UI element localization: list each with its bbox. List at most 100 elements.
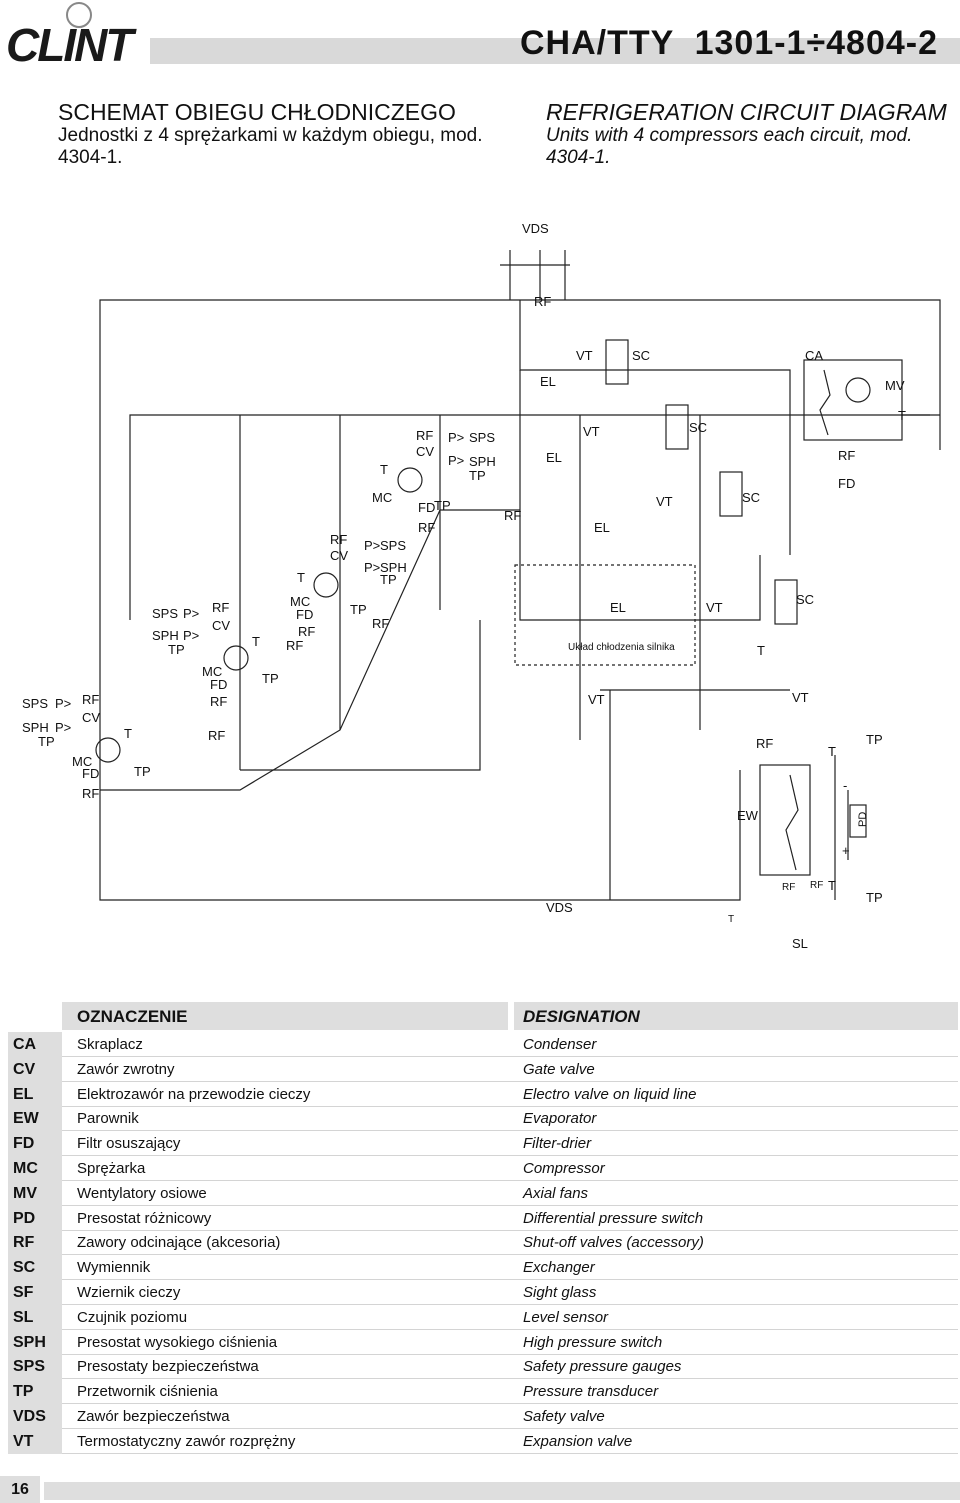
- label-tp-ew: TP: [866, 732, 883, 747]
- label-rf-c3d: RF: [286, 638, 303, 653]
- legend-pl-desc: Skraplacz: [77, 1036, 143, 1053]
- label-fd-c2: FD: [210, 677, 227, 692]
- compressor-4-icon: [397, 467, 423, 493]
- legend-en-header: DESIGNATION: [523, 1007, 640, 1026]
- legend-code: CA: [8, 1032, 62, 1057]
- exchanger-sc-1: [605, 339, 629, 385]
- legend-en-desc: Electro valve on liquid line: [523, 1085, 697, 1103]
- legend-en-desc: Evaporator: [523, 1110, 597, 1128]
- label-sph-c4: SPH: [469, 454, 496, 469]
- label-vds-bottom: VDS: [546, 900, 573, 915]
- legend-code: PD: [8, 1205, 62, 1231]
- label-t-sc4: T: [757, 643, 765, 658]
- legend-en-desc: Gate valve: [523, 1060, 595, 1078]
- label-cv-c3: CV: [330, 548, 348, 563]
- label-vt-mc: VT: [706, 600, 723, 615]
- legend-code: FD: [8, 1131, 62, 1157]
- label-rf-ca: RF: [838, 448, 855, 463]
- label-tp-c3: TP: [380, 572, 397, 587]
- legend-code: MV: [8, 1180, 62, 1206]
- label-rf-sl2: RF: [810, 880, 823, 891]
- label-rf-c4b: RF: [418, 520, 435, 535]
- legend-row: MV Wentylatory osiowe Axial fans: [8, 1180, 958, 1206]
- label-rf-c4: RF: [416, 428, 433, 443]
- label-vt-1: VT: [576, 348, 593, 363]
- legend-code: RF: [8, 1230, 62, 1256]
- legend-pl-desc: Filtr osuszający: [77, 1135, 181, 1153]
- label-cv-c4: CV: [416, 444, 434, 459]
- compressor-2-icon: [223, 645, 249, 671]
- label-mc-c1: MC: [72, 754, 92, 769]
- condenser-ca: [803, 359, 903, 441]
- legend-pl-desc: Elektrozawór na przewodzie cieczy: [77, 1085, 311, 1103]
- label-tp-c4b: TP: [434, 498, 451, 513]
- legend-pl-desc: Presostat różnicowy: [77, 1209, 212, 1227]
- legend-row: FD Filtr osuszający Filter-drier: [8, 1131, 958, 1157]
- label-sc-4: SC: [796, 592, 814, 607]
- legend-pl-desc: Zawory odcinające (akcesoria): [77, 1234, 281, 1252]
- label-fd-c3: FD: [296, 607, 313, 622]
- fan-mv-icon: [845, 377, 871, 403]
- legend-code: SL: [8, 1304, 62, 1330]
- label-rf-sl1: RF: [782, 882, 795, 893]
- legend-en-desc: Differential pressure switch: [523, 1209, 704, 1227]
- exchanger-sc-2: [665, 404, 689, 450]
- label-pgt-c4a: P>: [448, 430, 464, 445]
- label-tp-c2b: TP: [262, 671, 279, 686]
- label-plus: +: [842, 843, 850, 858]
- label-fd-c4: FD: [418, 500, 435, 515]
- label-sc-2: SC: [689, 420, 707, 435]
- label-t-c3: T: [297, 570, 305, 585]
- legend-pl-desc: Wziernik cieczy: [77, 1284, 181, 1301]
- legend-en-desc: Safety valve: [523, 1408, 605, 1425]
- legend-pl-desc: Parownik: [77, 1110, 139, 1128]
- label-sph-c1: SPH: [22, 720, 49, 735]
- header-bar: [150, 38, 960, 64]
- evaporator-ew: [759, 764, 811, 876]
- compressor-1-icon: [95, 737, 121, 763]
- label-mc-c4: MC: [372, 490, 392, 505]
- label-rf-mid: RF: [504, 508, 521, 523]
- label-rf-c1b: RF: [82, 786, 99, 801]
- label-vt-3: VT: [656, 494, 673, 509]
- legend-pl-desc: Wentylatory osiowe: [77, 1184, 207, 1202]
- label-pd: PD: [857, 812, 869, 827]
- label-sph-c2: SPH: [152, 628, 179, 643]
- legend-code: VDS: [8, 1404, 62, 1429]
- legend-en-desc: Pressure transducer: [523, 1383, 659, 1401]
- label-cv-c1: CV: [82, 710, 100, 725]
- legend-en-desc: Shut-off valves (accessory): [523, 1234, 704, 1252]
- model-code: CHA/TTY 1301-1÷4804-2: [520, 24, 938, 62]
- label-vt-2: VT: [583, 424, 600, 439]
- label-ca: CA: [805, 348, 823, 363]
- label-t-sl: T: [828, 878, 836, 893]
- label-ew: EW: [737, 808, 759, 823]
- label-cv-c2: CV: [212, 618, 230, 633]
- legend-pl-desc: Czujnik poziomu: [77, 1308, 188, 1326]
- en-title: REFRIGERATION CIRCUIT DIAGRAM: [546, 99, 947, 125]
- legend-pl-desc: Zawór zwrotny: [77, 1060, 175, 1078]
- label-t-bottom: T: [728, 914, 734, 925]
- label-rf-c3c: RF: [298, 624, 315, 639]
- legend-pl-desc: Termostatyczny zawór rozprężny: [77, 1432, 296, 1450]
- label-rf-c2c: RF: [208, 728, 225, 743]
- legend-pl-desc: Presostat wysokiego ciśnienia: [77, 1333, 278, 1351]
- label-el-2: EL: [546, 450, 562, 465]
- label-sl: SL: [792, 936, 808, 951]
- legend-en-desc: Axial fans: [523, 1184, 589, 1202]
- exchanger-sc-4: [774, 579, 798, 625]
- legend-en-desc: Safety pressure gauges: [523, 1358, 682, 1376]
- label-rf-c2b: RF: [210, 694, 227, 709]
- label-motor-cooling: Układ chłodzenia silnika: [568, 642, 675, 653]
- legend-en-desc: Filter-drier: [523, 1135, 592, 1153]
- legend-code: VT: [8, 1428, 62, 1454]
- brand-ball-icon: [66, 2, 92, 28]
